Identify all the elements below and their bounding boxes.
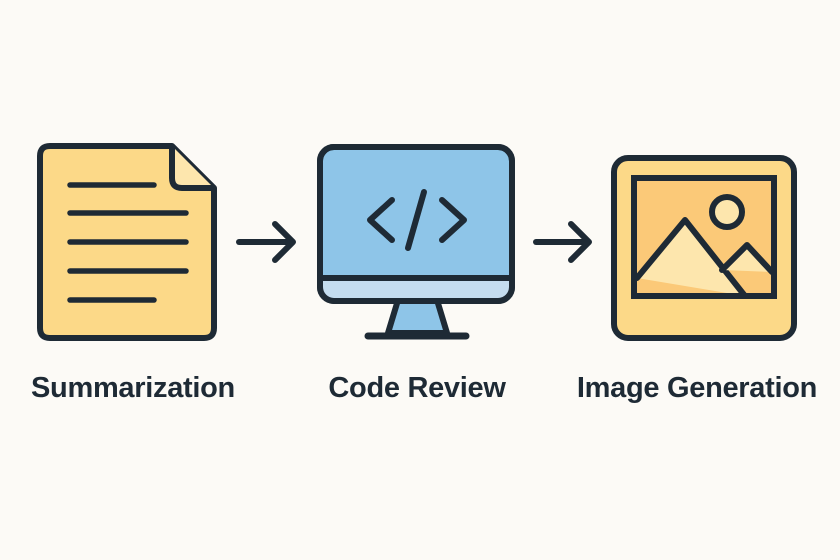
step-label-summarization: Summarization: [31, 372, 235, 404]
step-label-image-generation: Image Generation: [576, 372, 818, 404]
image-icon: [611, 155, 797, 341]
document-icon: [37, 143, 217, 341]
computer-code-icon: [317, 144, 515, 340]
arrow-right-icon: [533, 221, 592, 263]
arrow-right-icon: [236, 221, 296, 263]
step-label-code-review: Code Review: [328, 372, 506, 404]
